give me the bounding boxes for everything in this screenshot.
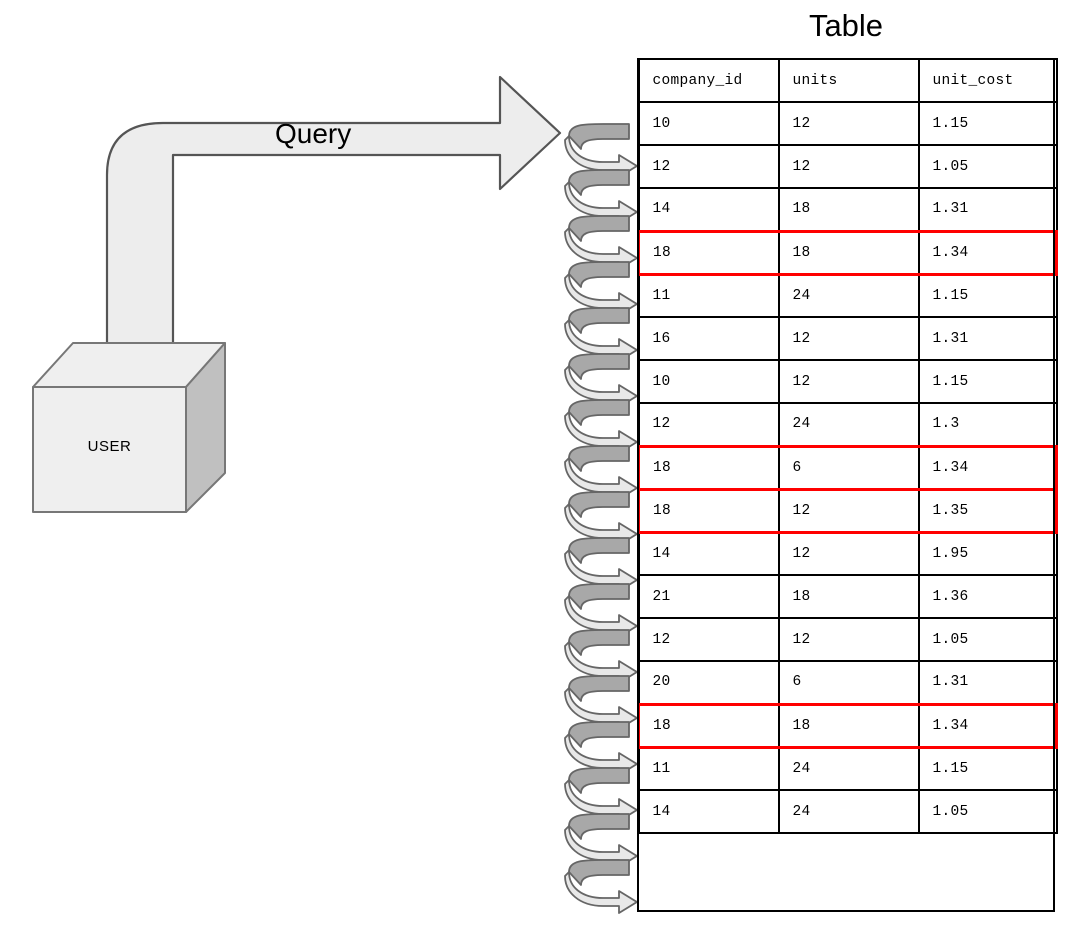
cell-unit-cost: 1.05 bbox=[917, 789, 1058, 834]
cell-units: 24 bbox=[777, 746, 920, 791]
cell-units: 24 bbox=[777, 789, 920, 834]
column-header-company-id: company_id bbox=[637, 58, 780, 103]
user-cube-label: USER bbox=[87, 438, 132, 455]
cell-units: 18 bbox=[777, 229, 920, 276]
cell-company-id: 18 bbox=[637, 444, 780, 491]
cell-company-id: 18 bbox=[637, 702, 780, 749]
cell-unit-cost: 1.15 bbox=[917, 273, 1058, 318]
cell-units: 6 bbox=[777, 444, 920, 491]
cell-units: 18 bbox=[777, 702, 920, 749]
cell-company-id: 14 bbox=[637, 789, 780, 834]
cell-company-id: 14 bbox=[637, 187, 780, 232]
cell-company-id: 10 bbox=[637, 101, 780, 146]
cell-company-id: 11 bbox=[637, 746, 780, 791]
cell-company-id: 21 bbox=[637, 574, 780, 619]
cell-unit-cost: 1.15 bbox=[917, 746, 1058, 791]
cell-units: 12 bbox=[777, 359, 920, 404]
cell-units: 18 bbox=[777, 187, 920, 232]
cell-unit-cost: 1.05 bbox=[917, 144, 1058, 189]
cell-unit-cost: 1.15 bbox=[917, 101, 1058, 146]
cell-unit-cost: 1.31 bbox=[917, 660, 1058, 705]
cell-company-id: 12 bbox=[637, 402, 780, 447]
cell-unit-cost: 1.31 bbox=[917, 187, 1058, 232]
cell-unit-cost: 1.15 bbox=[917, 359, 1058, 404]
cell-unit-cost: 1.36 bbox=[917, 574, 1058, 619]
cell-unit-cost: 1.31 bbox=[917, 316, 1058, 361]
cell-unit-cost: 1.95 bbox=[917, 531, 1058, 576]
cell-units: 24 bbox=[777, 273, 920, 318]
column-header-units: units bbox=[777, 58, 920, 103]
cell-unit-cost: 1.3 bbox=[917, 402, 1058, 447]
cell-company-id: 16 bbox=[637, 316, 780, 361]
cell-unit-cost: 1.34 bbox=[917, 444, 1058, 491]
cell-company-id: 12 bbox=[637, 144, 780, 189]
cell-unit-cost: 1.34 bbox=[917, 702, 1058, 749]
cell-company-id: 12 bbox=[637, 617, 780, 662]
cell-units: 12 bbox=[777, 487, 920, 534]
cell-units: 6 bbox=[777, 660, 920, 705]
query-arrow-label: Query bbox=[275, 118, 352, 149]
cell-unit-cost: 1.35 bbox=[917, 487, 1058, 534]
cell-units: 12 bbox=[777, 316, 920, 361]
cell-company-id: 20 bbox=[637, 660, 780, 705]
cell-units: 12 bbox=[777, 617, 920, 662]
cell-units: 12 bbox=[777, 531, 920, 576]
cell-company-id: 14 bbox=[637, 531, 780, 576]
cell-company-id: 10 bbox=[637, 359, 780, 404]
cell-units: 18 bbox=[777, 574, 920, 619]
column-header-unit-cost: unit_cost bbox=[917, 58, 1058, 103]
cell-units: 24 bbox=[777, 402, 920, 447]
cell-unit-cost: 1.34 bbox=[917, 229, 1058, 276]
table-header-row: company_id units unit_cost bbox=[637, 58, 1058, 103]
cell-units: 12 bbox=[777, 101, 920, 146]
query-arrow bbox=[105, 75, 562, 345]
table-title: Table bbox=[808, 8, 884, 43]
cell-company-id: 18 bbox=[637, 229, 780, 276]
cell-company-id: 11 bbox=[637, 273, 780, 318]
coil-loop-group bbox=[564, 123, 638, 914]
coil-loop-arrows bbox=[564, 123, 638, 914]
user-cube bbox=[32, 342, 226, 513]
cell-company-id: 18 bbox=[637, 487, 780, 534]
cell-unit-cost: 1.05 bbox=[917, 617, 1058, 662]
cell-units: 12 bbox=[777, 144, 920, 189]
